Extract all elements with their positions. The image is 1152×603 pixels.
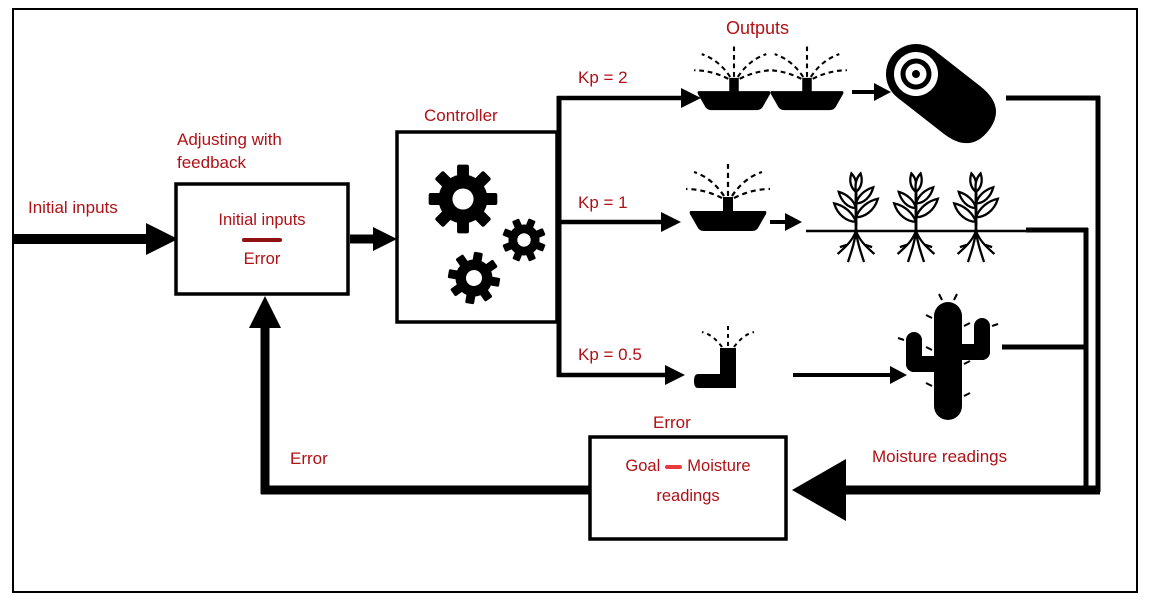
flow-arrows	[14, 83, 1101, 521]
moisture-readings-label: Moisture readings	[872, 447, 1008, 466]
error-box	[588, 435, 788, 541]
kp2-arrowhead	[681, 88, 701, 108]
feedback-error-label: Error	[290, 449, 328, 468]
initial-inputs-label: Initial inputs	[28, 198, 118, 217]
kp1-label: Kp = 1	[578, 193, 628, 212]
outputs-label: Outputs	[726, 18, 790, 38]
controller-label: Controller	[424, 106, 498, 125]
cactus-icon	[897, 293, 999, 420]
kp2-result-arrowhead	[874, 83, 891, 101]
sum-box-top-label: Initial inputs	[218, 211, 306, 229]
goal-label: Goal	[625, 457, 661, 475]
moisture-subtrahend-label: Moisture readings	[656, 457, 751, 505]
kp05-label: Kp = 0.5	[578, 345, 642, 364]
kp1-arrowhead	[661, 212, 681, 232]
seedlings-icon	[806, 172, 1026, 264]
sum-box-bottom-label: Error	[243, 250, 281, 268]
small-sprinkler-icon	[694, 324, 755, 388]
kp1-result-arrowhead	[785, 213, 802, 231]
error-box-title: Error	[653, 413, 691, 432]
readings-big-arrowhead	[792, 459, 846, 521]
minus-sign	[242, 238, 282, 242]
input-arrowhead	[146, 223, 178, 255]
kp2-label: Kp = 2	[578, 68, 628, 87]
kp05-result-arrowhead	[890, 366, 907, 384]
log-icon	[886, 44, 996, 144]
double-sprinkler-icon	[693, 45, 848, 112]
feedback-arrowhead	[249, 296, 281, 328]
adjusting-with-feedback-label: Adjusting with feedback	[177, 130, 282, 172]
sprinkler-icon	[684, 162, 772, 233]
sum-to-controller-arrowhead	[373, 227, 397, 251]
diagram-border	[12, 8, 1138, 593]
minus-sign	[665, 464, 683, 469]
summing-box-content: Initial inputs Error	[180, 192, 344, 288]
kp05-arrowhead	[665, 365, 685, 385]
